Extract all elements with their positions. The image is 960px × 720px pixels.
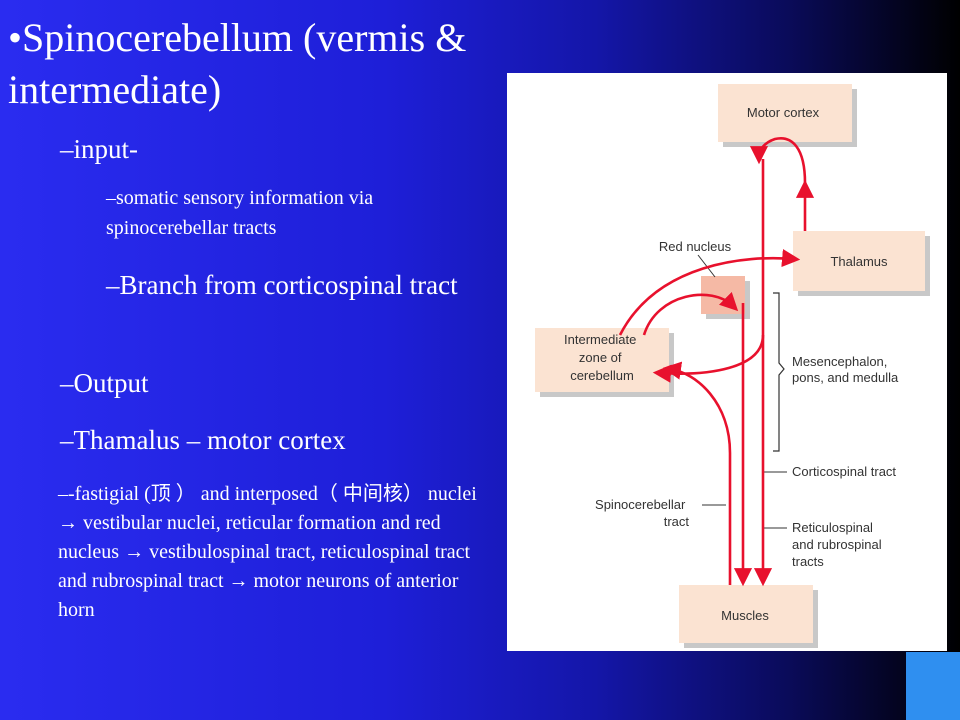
intermediate-zone-line-3: cerebellum: [570, 368, 634, 383]
svg-text:Spinocerebellar tract: Spinocerebellar tract: [595, 497, 689, 529]
brainstem-label-line-2: pons, and medulla: [792, 370, 899, 385]
output-item-thalamus: –Thamalus – motor cortex: [60, 425, 346, 455]
thalamus-box: Thalamus: [793, 231, 930, 296]
reticulospinal-label-line-3: tracts: [792, 554, 824, 569]
spinocerebellar-label-line-1: Spinocerebellar: [595, 497, 686, 512]
corticospinal-tract-label: Corticospinal tract: [792, 464, 896, 479]
corticospinal-collateral-pathway: [652, 334, 765, 383]
cerebellum-to-thalamus-pathway: [618, 248, 801, 336]
brainstem-label-line-1: Mesencephalon,: [792, 354, 887, 369]
output-heading: –Output: [60, 368, 149, 398]
decorative-corner-bar: [906, 652, 960, 720]
slide-title: •Spinocerebellum (vermis & intermediate): [8, 15, 467, 112]
thalamus-label: Thalamus: [830, 254, 888, 269]
red-nucleus-leader-line: [697, 254, 716, 278]
brainstem-bracket: [773, 292, 785, 452]
reticulospinal-label-line-1: Reticulospinal: [792, 520, 873, 535]
reticulospinal-label-line-2: and rubrospinal: [792, 537, 882, 552]
cerebellar-pathway-diagram: Motor cortex Thalamus Red nucleus Interm…: [507, 73, 947, 651]
muscles-label: Muscles: [721, 608, 769, 623]
motor-cortex-box: Motor cortex: [718, 84, 857, 147]
intermediate-zone-line-1: Intermediate: [564, 332, 636, 347]
pathway-arrows: [618, 137, 815, 587]
svg-text:Reticulospinal and rubro: Reticulospinal and rubrospinal tracts: [792, 520, 885, 569]
input-item-corticospinal-branch: –Branch from corticospinal tract: [106, 270, 458, 300]
pathway-figure: Motor cortex Thalamus Red nucleus Interm…: [535, 84, 930, 648]
slide-text: •Spinocerebellum (vermis & intermediate)…: [0, 0, 500, 720]
svg-text:Mesencephalon, pons, and: Mesencephalon, pons, and medulla: [792, 354, 899, 385]
spinocerebellar-label-line-2: tract: [664, 514, 690, 529]
muscles-box: Muscles: [679, 585, 818, 648]
red-nucleus-label: Red nucleus: [659, 239, 732, 254]
svg-text:Intermediate zone of: Intermediate zone of cerebellum: [564, 332, 640, 383]
motor-cortex-label: Motor cortex: [747, 105, 820, 120]
intermediate-zone-line-2: zone of: [579, 350, 622, 365]
intermediate-zone-box: Intermediate zone of cerebellum: [535, 328, 674, 397]
fastigial-description: –-fastigial (顶 ） and interposed（ 中间核） nu…: [58, 483, 477, 621]
cerebellum-to-red-nucleus-pathway: [642, 291, 739, 336]
input-item-somatic: –somatic sensory information via spinoce…: [106, 187, 374, 239]
input-heading: –input-: [60, 134, 138, 164]
thalamus-to-cortex-pathway: [749, 137, 807, 184]
spinocerebellar-pathway: [662, 361, 732, 585]
